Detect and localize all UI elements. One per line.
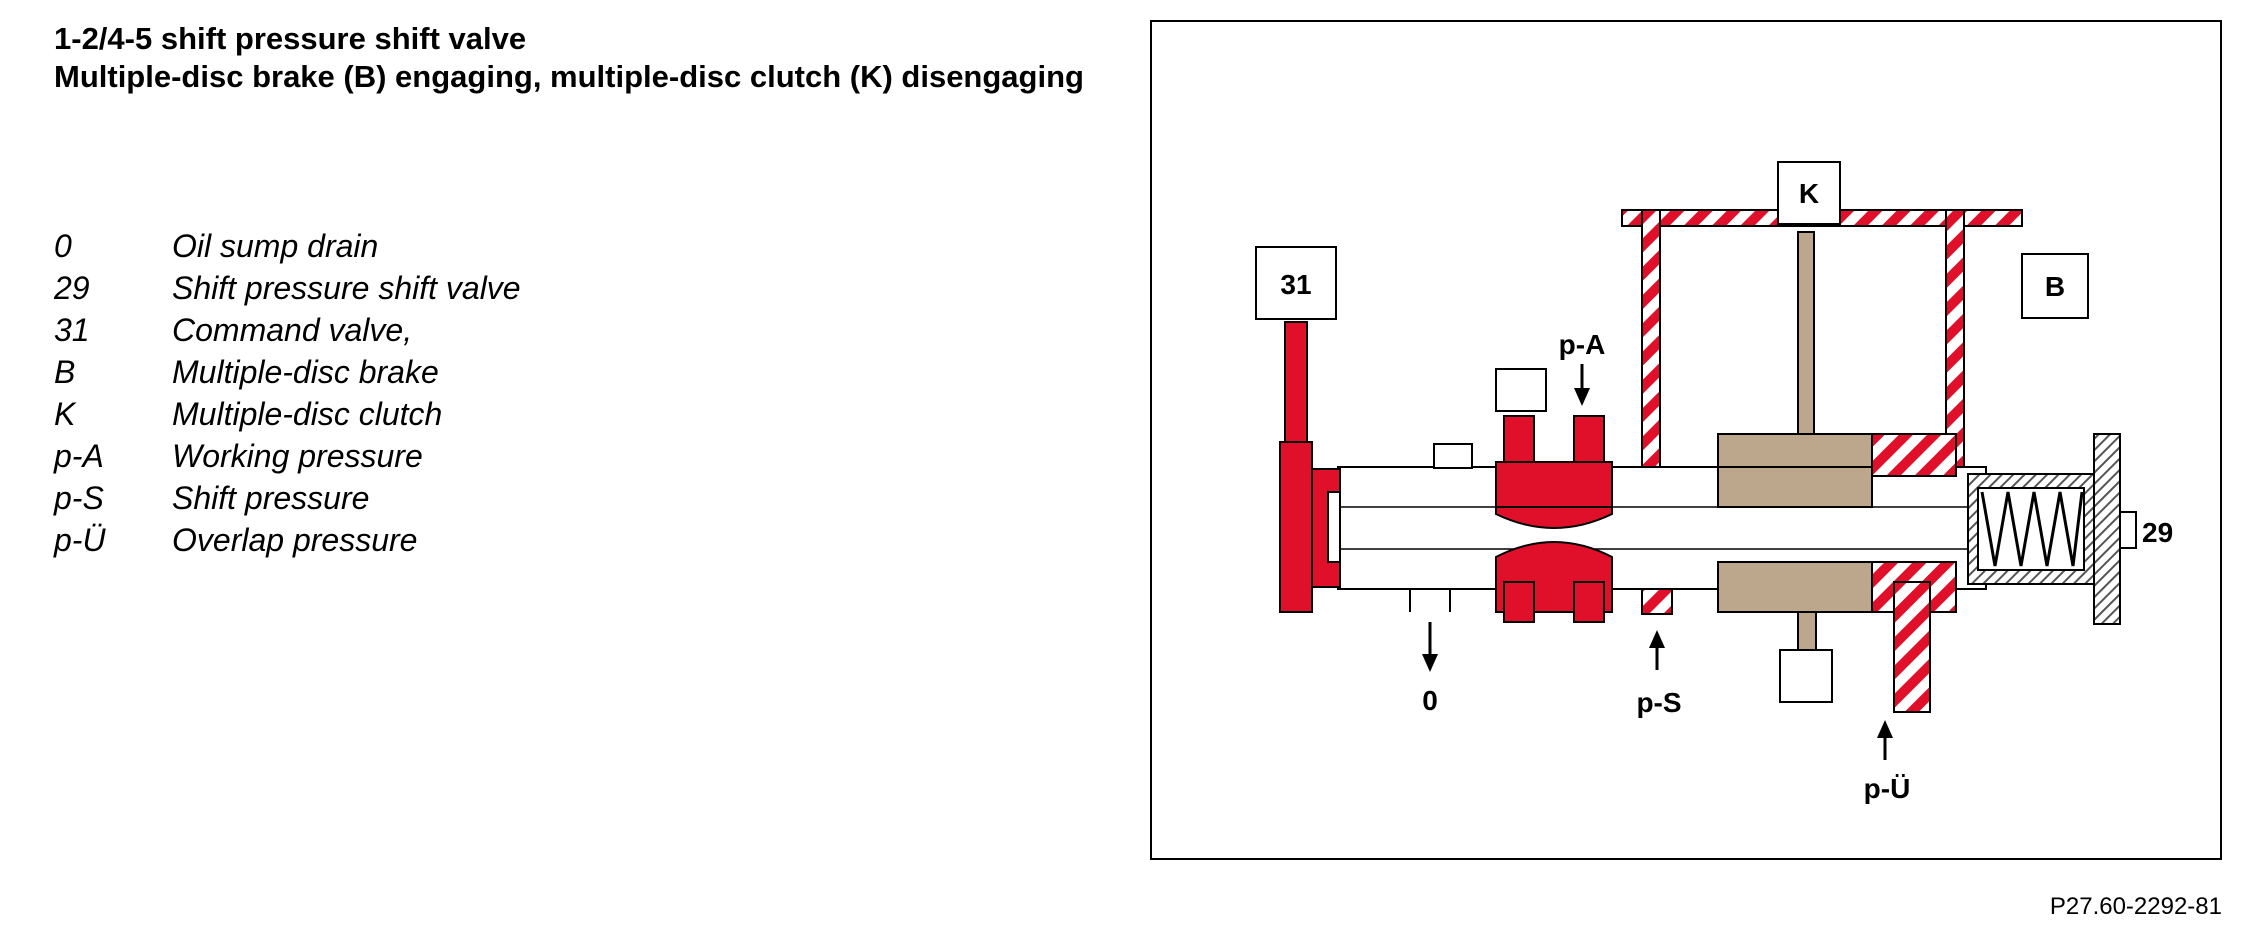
legend-item: 29 Shift pressure shift valve [54, 267, 521, 309]
drain-label: 0 [1422, 685, 1438, 716]
drain-port [1433, 443, 1473, 469]
shift-pressure-port [1641, 588, 1673, 615]
legend-key: p-A [54, 438, 104, 474]
legend-key: 0 [54, 228, 72, 264]
legend-desc: Multiple-disc brake [172, 354, 439, 390]
valve-spring [1967, 433, 2121, 625]
legend-desc: Command valve, [172, 312, 413, 348]
working-pressure-chamber [1495, 368, 1613, 623]
legend-desc: Oil sump drain [172, 228, 379, 264]
valve-diagram: 31 K B 29 p-A 0 p-S p-Ü [1255, 161, 2173, 804]
legend-key: K [54, 396, 76, 432]
legend-key: p-S [54, 480, 104, 516]
legend-item: 31 Command valve, [54, 309, 521, 351]
command-valve-label: 31 [1280, 269, 1311, 300]
legend-key: p-Ü [54, 522, 106, 558]
legend-key: 29 [54, 270, 90, 306]
clutch-box [1777, 161, 1841, 225]
page-title: 1-2/4-5 shift pressure shift valve Multi… [54, 20, 1104, 96]
overlap-pressure-arrow-icon [1877, 720, 1893, 760]
legend-desc: Working pressure [172, 438, 423, 474]
legend-desc: Shift pressure shift valve [172, 270, 521, 306]
brake-passage [1621, 209, 2023, 473]
legend-desc: Shift pressure [172, 480, 370, 516]
overlap-pressure-chamber [1871, 433, 1957, 713]
command-valve-box [1255, 246, 1337, 320]
valve-diagram-frame: 31 K B 29 p-A 0 p-S p-Ü [1150, 20, 2222, 860]
figure-reference: P27.60-2292-81 [2049, 893, 2222, 920]
shift-valve-label: 29 [2142, 517, 2173, 548]
legend-item: B Multiple-disc brake [54, 351, 521, 393]
overlap-pressure-label: p-Ü [1864, 773, 1911, 804]
clutch-label: K [1799, 178, 1819, 209]
shift-valve-tab [2119, 511, 2137, 549]
shift-pressure-label: p-S [1636, 687, 1681, 718]
command-valve-feed [1279, 321, 1341, 613]
title-line-2: Multiple-disc brake (B) engaging, multip… [54, 59, 1084, 94]
legend-item: p-Ü Overlap pressure [54, 519, 521, 561]
legend: 0 Oil sump drain 29 Shift pressure shift v… [54, 225, 521, 561]
shift-pressure-arrow-icon [1649, 630, 1665, 670]
legend-desc: Multiple-disc clutch [172, 396, 443, 432]
drain-arrow-icon [1422, 622, 1438, 672]
working-pressure-label: p-A [1559, 329, 1606, 360]
legend-item: 0 Oil sump drain [54, 225, 521, 267]
brake-box [2021, 253, 2089, 319]
legend-item: p-S Shift pressure [54, 477, 521, 519]
brake-label: B [2045, 271, 2065, 302]
clutch-chamber [1717, 433, 1873, 703]
working-pressure-arrow-icon [1574, 364, 1590, 406]
legend-item: p-A Working pressure [54, 435, 521, 477]
legend-item: K Multiple-disc clutch [54, 393, 521, 435]
title-line-1: 1-2/4-5 shift pressure shift valve [54, 21, 527, 56]
legend-key: B [54, 354, 76, 390]
legend-key: 31 [54, 312, 90, 348]
legend-desc: Overlap pressure [172, 522, 418, 558]
